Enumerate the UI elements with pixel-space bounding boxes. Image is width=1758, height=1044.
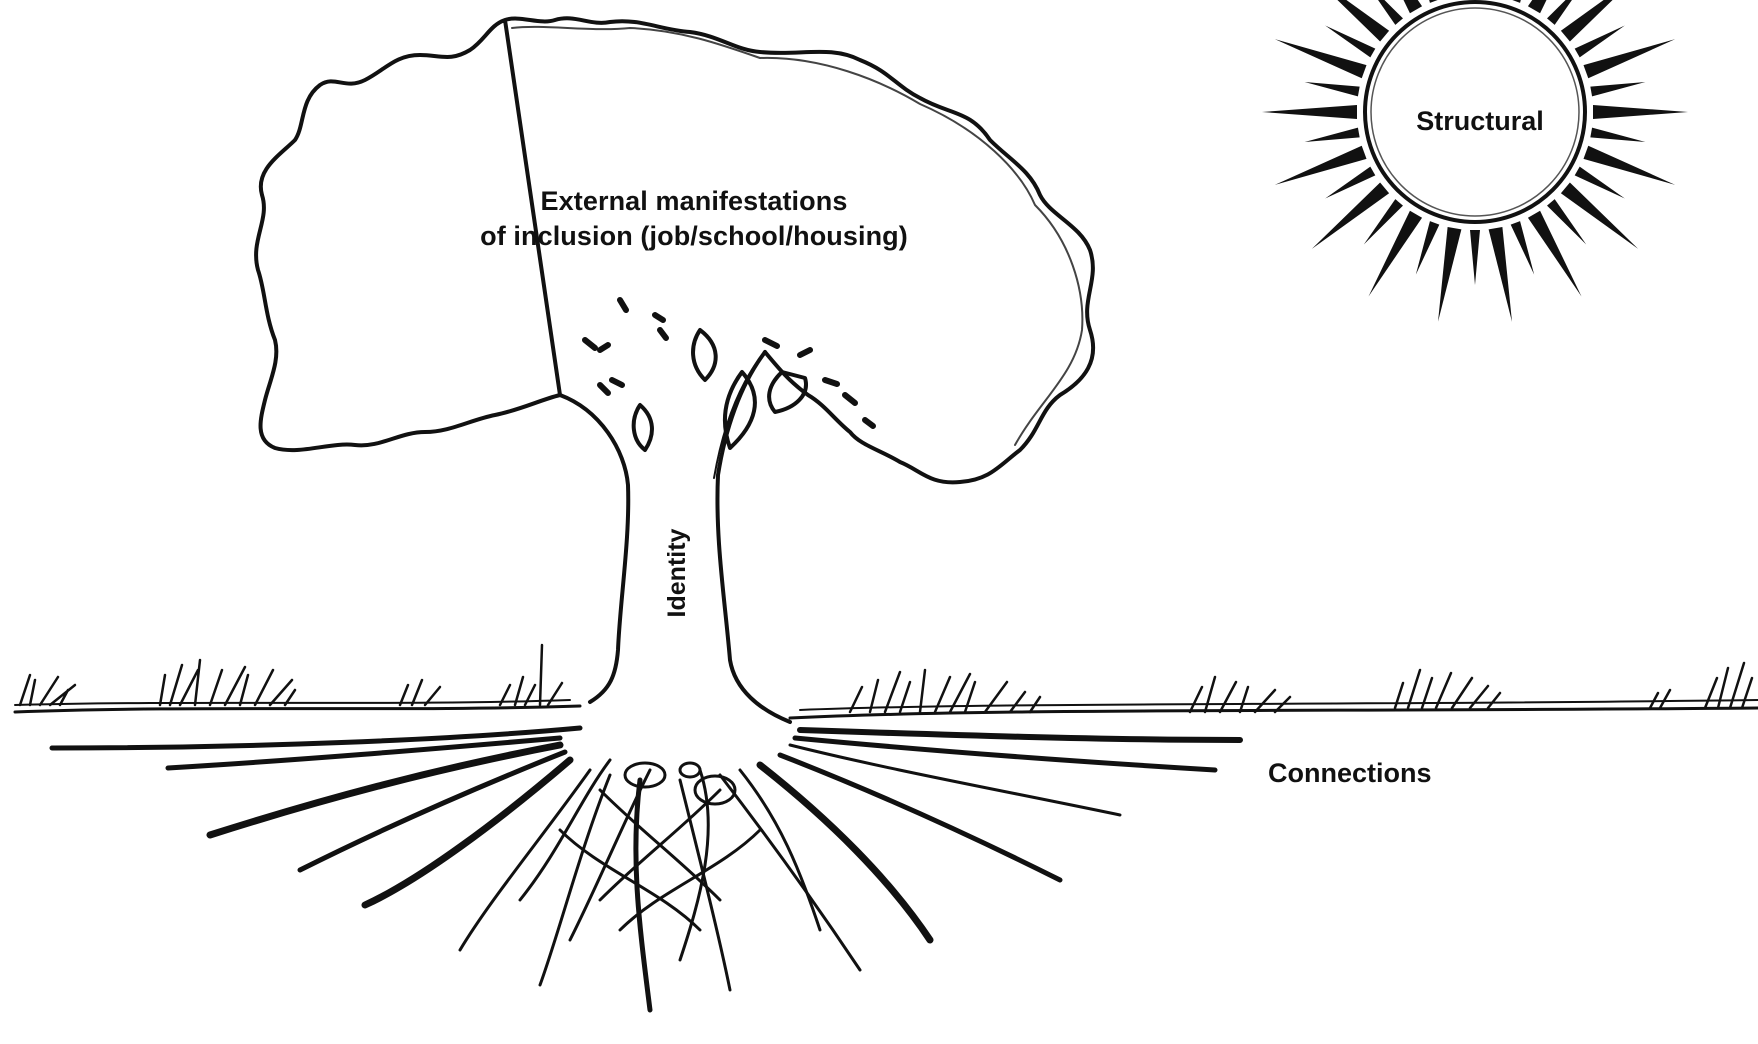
sun-ray [1325, 166, 1376, 199]
sun-ray [1415, 221, 1440, 275]
sun-ray [1574, 166, 1625, 199]
sun-ray [1262, 105, 1357, 119]
canopy-label-line2: of inclusion (job/school/housing) [480, 221, 908, 251]
leaf-cluster [767, 370, 808, 414]
sun-icon [1262, 0, 1688, 322]
sun-ray [1363, 199, 1403, 245]
sun-ray [1368, 210, 1423, 297]
canopy-outline [254, 16, 1096, 485]
grass-ground [18, 643, 1754, 714]
sun-ray [1574, 25, 1625, 58]
sun-ray [1583, 145, 1676, 185]
trunk-left [558, 393, 631, 704]
roots [49, 725, 1243, 1013]
sun-ray [1590, 127, 1646, 143]
sun-ray [1527, 210, 1582, 297]
trunk-label: Identity [663, 528, 691, 618]
roots-label: Connections [1268, 758, 1432, 788]
sun-ray [1593, 105, 1688, 119]
canopy-outline-shadow [511, 25, 1084, 446]
sun-ray [1527, 0, 1547, 14]
sun-ray [1512, 0, 1521, 3]
sun-ray [1590, 81, 1646, 97]
sun-ray [1470, 230, 1480, 285]
canopy-label-line1: External manifestations [540, 186, 848, 216]
sun-ray [1311, 182, 1390, 249]
leaf-cluster [722, 370, 757, 450]
sun-ray [1560, 182, 1639, 249]
sun-ray [1337, 0, 1390, 42]
sun-ray [1274, 39, 1367, 79]
sun-ray [1560, 0, 1613, 42]
sun-ray [1438, 226, 1462, 322]
sun-ray [1304, 81, 1360, 97]
sun-ray [1274, 145, 1367, 185]
sun-ray [1547, 0, 1572, 25]
sun-ray [1429, 0, 1438, 3]
sun-label: Structural [1416, 106, 1544, 136]
leaf-cluster [631, 403, 654, 452]
sun-ray [1304, 127, 1360, 143]
sun-ray [1547, 199, 1587, 245]
ground-line [13, 704, 1758, 720]
sun-ray [1378, 0, 1403, 25]
sun-ray [1583, 39, 1676, 79]
trunk-right [715, 350, 792, 724]
trunk-right-thin [713, 357, 761, 479]
sun-ray [1403, 0, 1423, 14]
leaf-speckle [582, 297, 876, 429]
ground-line-2 [14, 699, 1758, 711]
canopy-label: External manifestations of inclusion (jo… [444, 184, 944, 254]
sun-ray [1510, 221, 1535, 275]
leaf-cluster [691, 328, 718, 382]
sun-ray [1325, 25, 1376, 58]
sun-ray [1488, 226, 1512, 322]
